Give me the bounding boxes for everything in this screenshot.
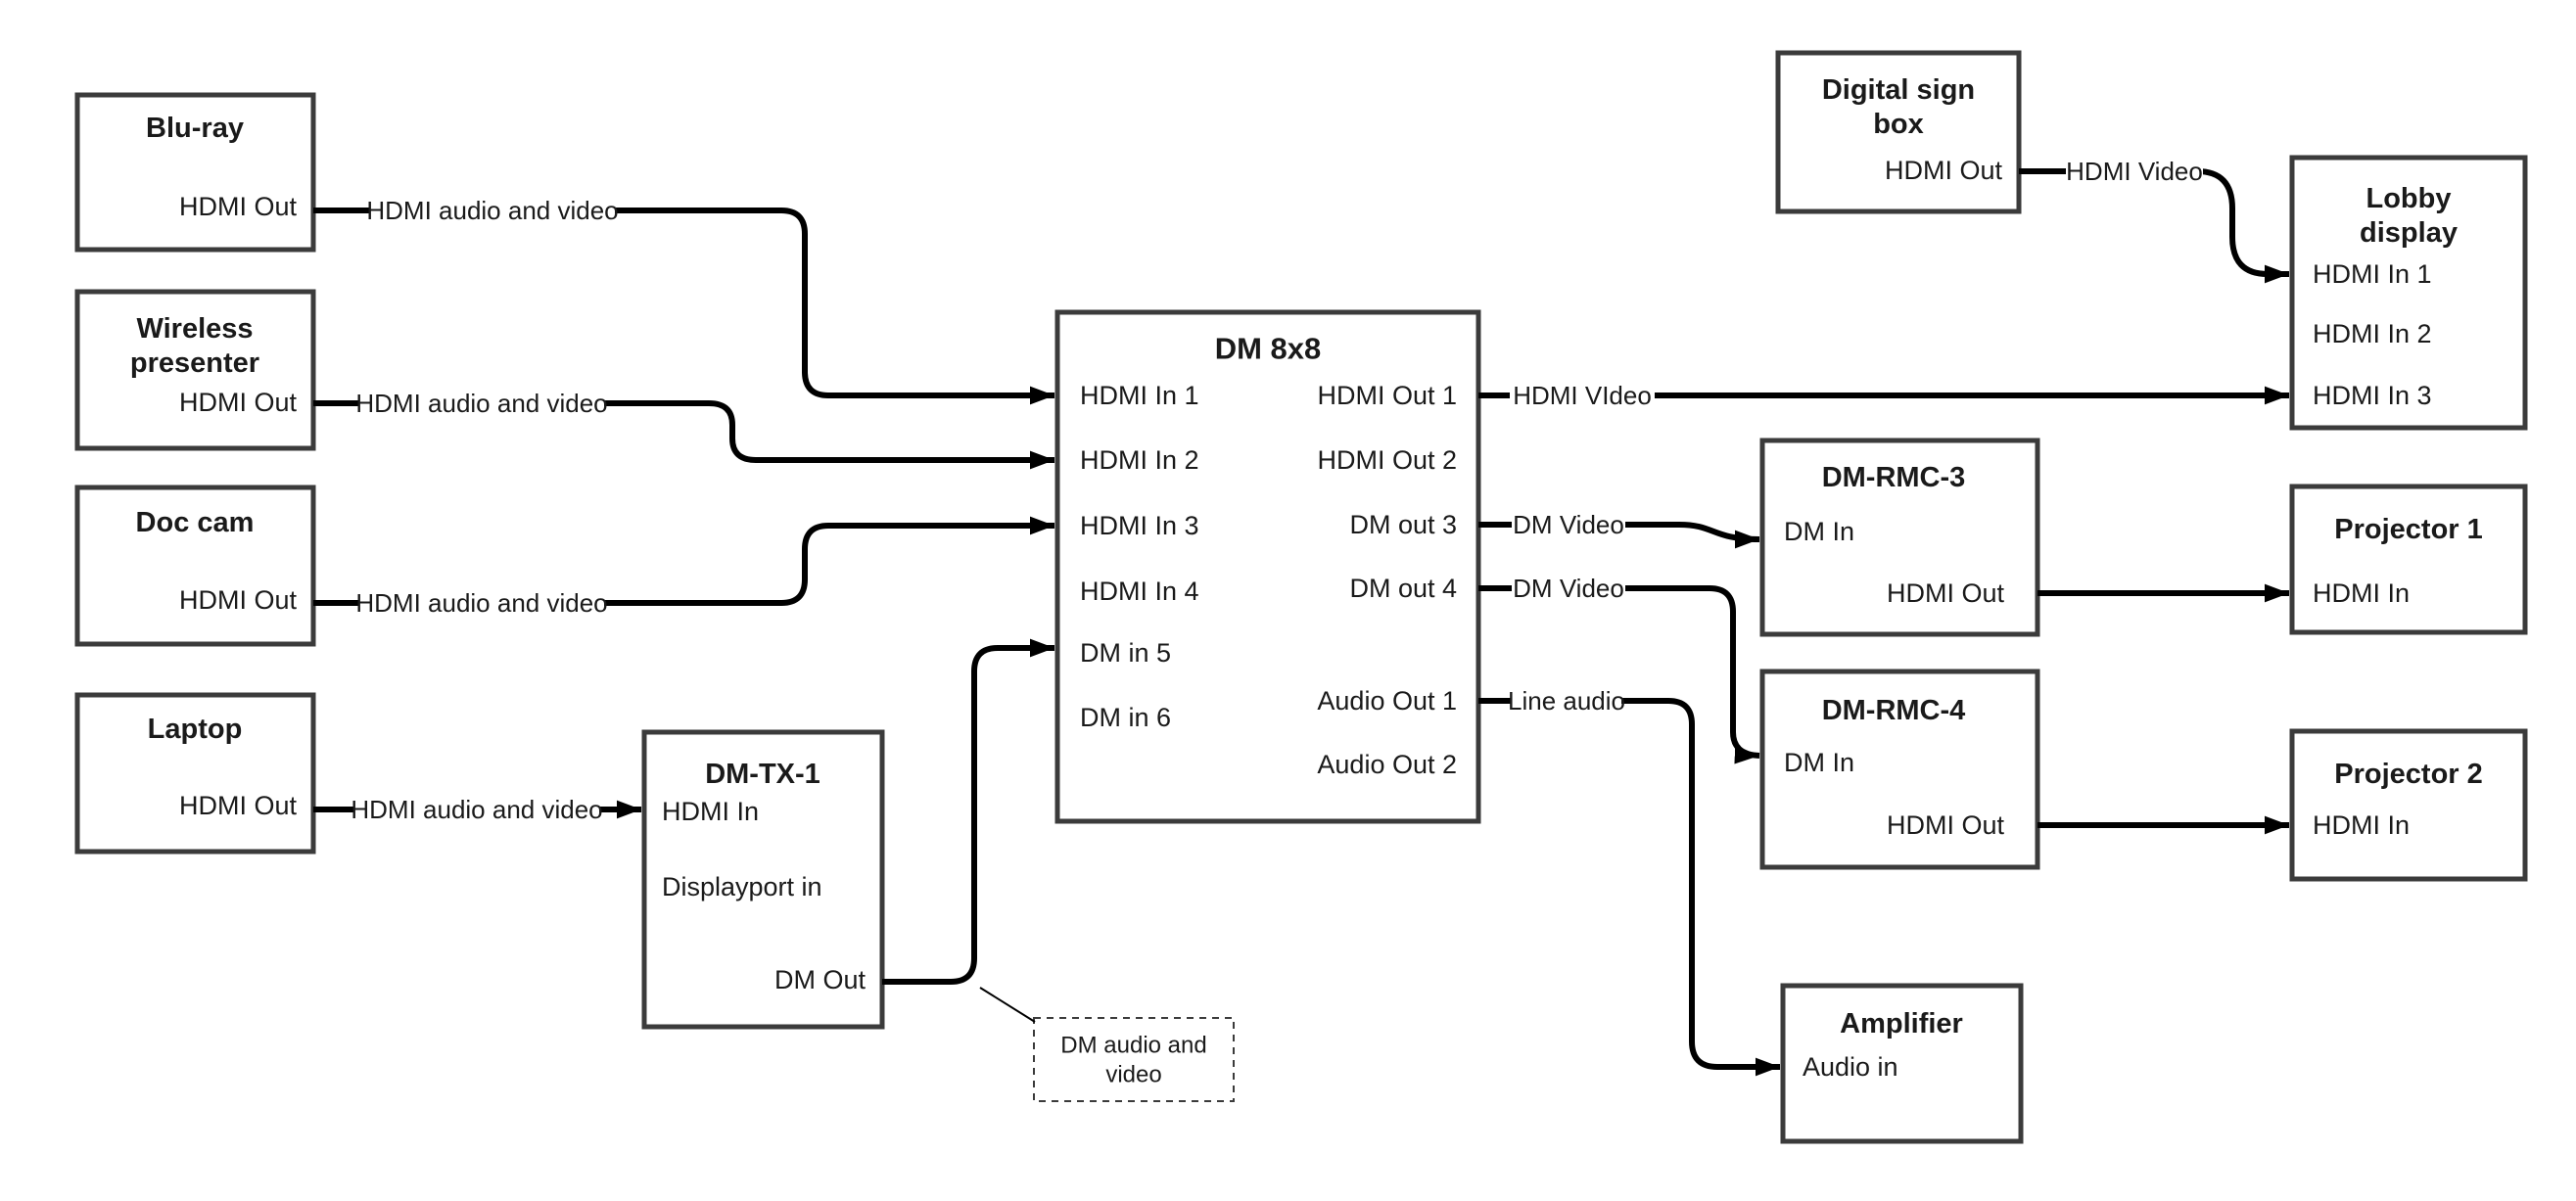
note-dm-audio-video-line1: DM audio and	[1060, 1033, 1206, 1059]
edges	[313, 168, 2289, 1077]
node-amplifier-title: Amplifier	[1840, 1008, 1963, 1039]
edge-label-bluray: HDMI audio and video	[366, 196, 618, 225]
node-lobby-port-hdmi-in-2: HDMI In 2	[2313, 319, 2432, 348]
node-lobby-title-line2: display	[2360, 217, 2458, 249]
node-rmc3-port-dm-in: DM In	[1784, 517, 1854, 546]
edge-dm8x8-audio1-to-amplifier	[1478, 698, 1780, 1077]
edge-dmtx1-to-dm8x8-in5	[882, 638, 1054, 985]
edge-wireless-to-dm8x8-in2	[313, 400, 1054, 470]
node-dm-tx-1-box	[641, 729, 885, 1030]
node-laptop-box	[74, 692, 316, 855]
node-wireless-title-line1: Wireless	[136, 313, 253, 345]
node-bluray-box	[74, 92, 316, 253]
node-projector2-port-hdmi-in: HDMI In	[2313, 810, 2410, 840]
node-wireless-port-hdmi-out: HDMI Out	[179, 388, 298, 417]
edge-label-dm-out4: DM Video	[1513, 574, 1624, 603]
node-lobby-port-hdmi-in-1: HDMI In 1	[2313, 259, 2432, 289]
node-lobby-title-line1: Lobby	[2366, 183, 2452, 214]
node-dm8x8-port-audio-out-1: Audio Out 1	[1317, 686, 1457, 716]
node-dmtx1-port-dm-out: DM Out	[774, 965, 866, 994]
note-dm-audio-video-box	[1033, 1017, 1235, 1102]
node-doc-cam-box	[74, 485, 316, 647]
node-doccam-title: Doc cam	[136, 507, 255, 538]
node-lobby-port-hdmi-in-3: HDMI In 3	[2313, 381, 2432, 410]
node-dm8x8-port-dm-in-5: DM in 5	[1080, 638, 1171, 668]
label-bg	[359, 388, 604, 419]
node-dm8x8-port-hdmi-in-4: HDMI In 4	[1080, 577, 1199, 606]
note-dm-audio-video-line2: video	[1105, 1062, 1161, 1088]
node-dm8x8-port-hdmi-out-2: HDMI Out 2	[1317, 445, 1457, 475]
node-dmtx1-port-displayport-in: Displayport in	[662, 872, 822, 901]
node-amplifier-port-audio-in: Audio in	[1803, 1052, 1898, 1082]
edge-bluray-to-dm8x8-in1	[313, 208, 1054, 405]
node-rmc4-title: DM-RMC-4	[1822, 695, 1966, 726]
edge-label-hdmi-out1: HDMI VIdeo	[1513, 381, 1652, 410]
label-bg	[359, 587, 604, 619]
label-bg	[1510, 380, 1655, 411]
node-dm8x8-title: DM 8x8	[1215, 332, 1322, 366]
label-bg	[1512, 509, 1625, 540]
edge-digisign-to-lobby-in1	[2019, 168, 2289, 284]
node-dm-8x8-box	[1054, 309, 1481, 824]
node-rmc3-port-hdmi-out: HDMI Out	[1887, 578, 2005, 608]
node-digisign-port-hdmi-out: HDMI Out	[1885, 156, 2003, 185]
node-bluray-port-hdmi-out: HDMI Out	[179, 192, 298, 221]
node-dm8x8-port-hdmi-in-1: HDMI In 1	[1080, 381, 1199, 410]
edge-dm8x8-out3-to-rmc3	[1478, 522, 1760, 549]
node-digital-sign-box-box	[1775, 50, 2022, 214]
label-bg	[354, 794, 599, 825]
node-bluray-title: Blu-ray	[146, 113, 244, 144]
node-dm-rmc-3-box	[1759, 438, 2040, 637]
node-dmtx1-title: DM-TX-1	[705, 759, 820, 790]
node-wireless-presenter-box	[74, 289, 316, 451]
edge-label-doccam: HDMI audio and video	[355, 588, 607, 618]
edge-label-dm-out3: DM Video	[1513, 510, 1624, 539]
edge-dm8x8-out4-to-rmc4	[1478, 585, 1760, 764]
node-amplifier-box	[1780, 983, 2024, 1144]
node-projector2-title: Projector 2	[2334, 759, 2483, 790]
node-shapes	[74, 50, 2528, 1144]
edge-label-laptop: HDMI audio and video	[351, 795, 602, 824]
node-dm8x8-port-dm-in-6: DM in 6	[1080, 703, 1171, 732]
label-bg	[2066, 156, 2203, 187]
node-dm8x8-port-hdmi-out-1: HDMI Out 1	[1317, 381, 1457, 410]
node-rmc3-title: DM-RMC-3	[1822, 462, 1966, 493]
node-dm8x8-port-hdmi-in-2: HDMI In 2	[1080, 445, 1199, 475]
texts: Blu-ray HDMI Out Wireless presenter HDMI…	[130, 74, 2483, 1088]
node-rmc4-port-dm-in: DM In	[1784, 748, 1854, 777]
label-bg	[370, 195, 615, 226]
label-bg	[1512, 573, 1625, 604]
leader-line-note	[979, 987, 1036, 1023]
node-projector-2-box	[2289, 728, 2528, 882]
node-lobby-display-box	[2289, 155, 2528, 431]
node-doccam-port-hdmi-out: HDMI Out	[179, 585, 298, 615]
node-dmtx1-port-hdmi-in: HDMI In	[662, 797, 759, 826]
node-dm-rmc-4-box	[1759, 669, 2040, 870]
node-dm8x8-port-hdmi-in-3: HDMI In 3	[1080, 511, 1199, 540]
node-projector1-title: Projector 1	[2334, 514, 2483, 545]
label-bg	[1512, 685, 1621, 716]
node-projector-1-box	[2289, 484, 2528, 635]
edge-label-wireless: HDMI audio and video	[355, 389, 607, 418]
node-rmc4-port-hdmi-out: HDMI Out	[1887, 810, 2005, 840]
node-digisign-title-line1: Digital sign	[1822, 74, 1975, 106]
node-dm8x8-port-audio-out-2: Audio Out 2	[1317, 750, 1457, 779]
edge-label-audio-out1: Line audio	[1508, 686, 1625, 716]
edge-label-digisign: HDMI Video	[2066, 157, 2203, 186]
node-laptop-port-hdmi-out: HDMI Out	[179, 791, 298, 820]
edge-label-backgrounds	[354, 156, 2203, 825]
edge-doccam-to-dm8x8-in3	[313, 516, 1054, 606]
node-projector1-port-hdmi-in: HDMI In	[2313, 578, 2410, 608]
node-dm8x8-port-dm-out-3: DM out 3	[1349, 510, 1457, 539]
node-laptop-title: Laptop	[148, 714, 243, 745]
node-wireless-title-line2: presenter	[130, 347, 259, 379]
node-dm8x8-port-dm-out-4: DM out 4	[1349, 574, 1457, 603]
node-digisign-title-line2: box	[1873, 109, 1924, 140]
